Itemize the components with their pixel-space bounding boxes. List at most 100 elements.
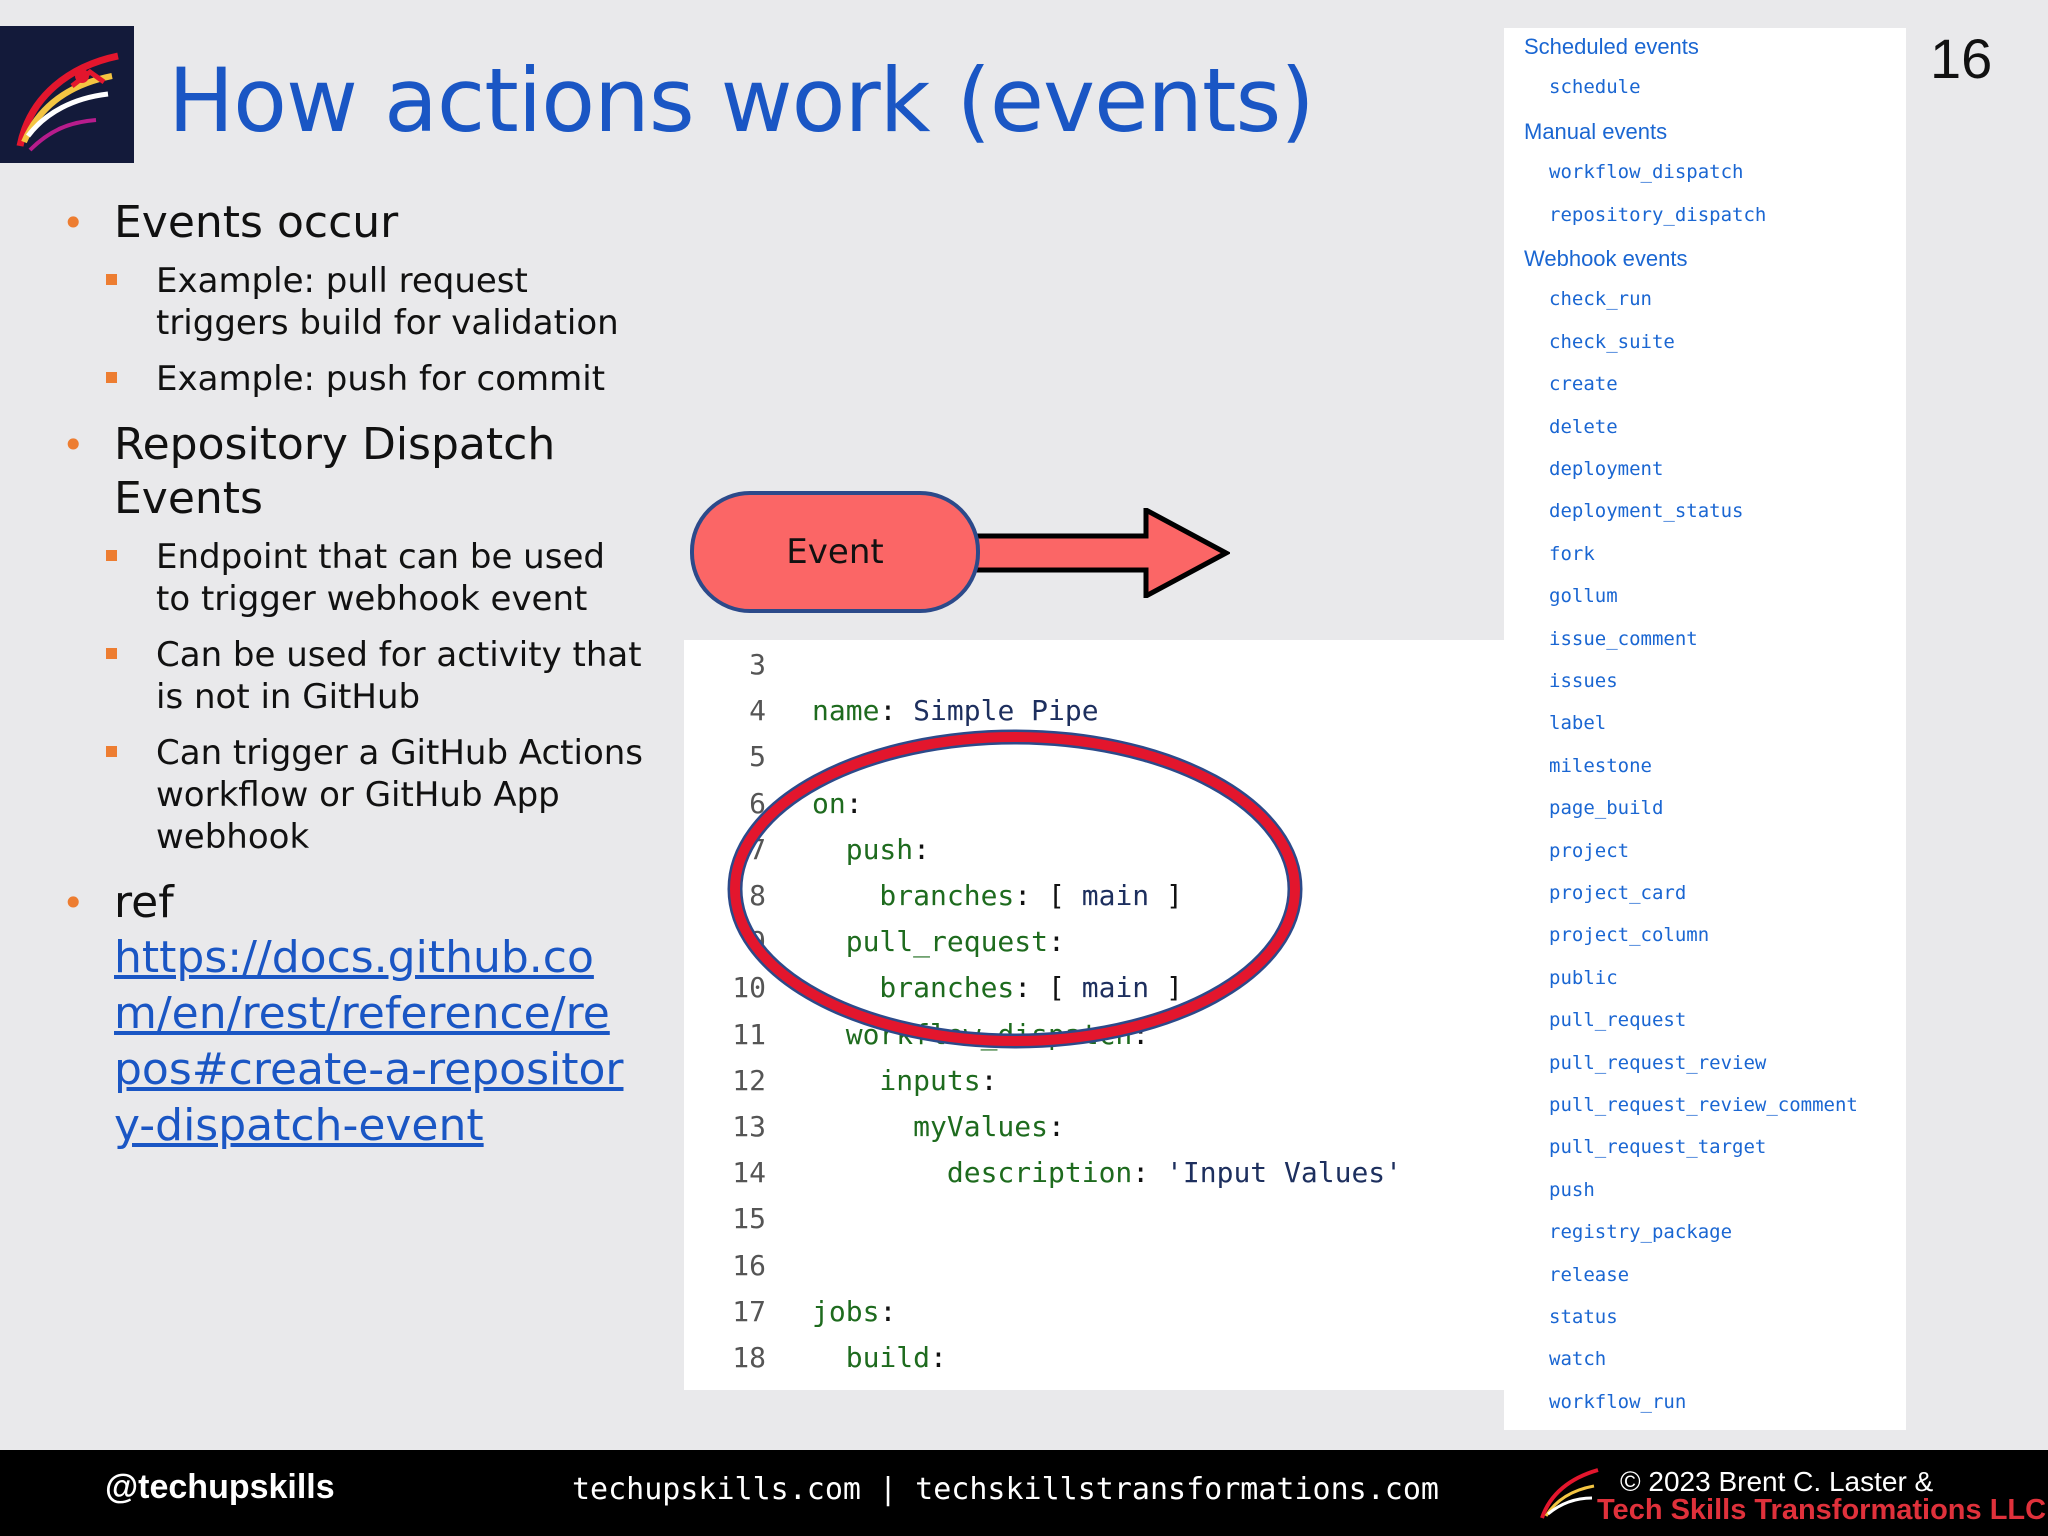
line-number: 3 [749, 648, 766, 681]
event-link[interactable]: deployment [1549, 458, 1664, 480]
highlight-ellipse [727, 729, 1303, 1049]
event-link[interactable]: deployment_status [1549, 500, 1744, 523]
event-link[interactable]: workflow_dispatch [1549, 161, 1744, 184]
code-token: Simple Pipe [913, 694, 1099, 728]
bullet-dot-icon: • [62, 881, 85, 925]
sub-bullet-text: Example: pull request triggers build for… [156, 261, 619, 343]
event-category-heading[interactable]: Scheduled events [1524, 34, 1699, 59]
event-link[interactable]: create [1549, 373, 1618, 396]
line-number: 15 [732, 1202, 766, 1236]
line-number: 16 [732, 1248, 766, 1282]
event-link[interactable]: check_run [1549, 288, 1652, 311]
event-link[interactable]: public [1549, 966, 1618, 989]
code-token: ] [1149, 971, 1183, 1005]
square-bullet-icon [106, 274, 117, 285]
code-token: branches [812, 971, 1015, 1005]
bullet-list: • Events occur Example: pull request tri… [56, 196, 646, 1164]
event-link[interactable]: release [1549, 1263, 1630, 1286]
sub-bullet: Example: push for commit [0, 358, 646, 400]
code-text: description: 'Input Values' [812, 1150, 1402, 1196]
ref-label: ref [114, 877, 174, 928]
code-text: branches: [ main ] [812, 873, 1182, 919]
code-token: main [1081, 971, 1150, 1005]
code-token: : [1048, 1110, 1065, 1143]
bullet-ref: • ref https://docs.github.com/en/rest/re… [56, 876, 646, 1154]
code-text: push: [812, 827, 930, 873]
social-handle: @techupskills [105, 1468, 335, 1506]
event-link[interactable]: check_suite [1549, 330, 1675, 353]
event-category-heading[interactable]: Webhook events [1524, 246, 1688, 271]
sub-bullet: Endpoint that can be used to trigger web… [0, 536, 646, 620]
sub-bullet: Can be used for activity that is not in … [0, 634, 646, 718]
square-bullet-icon [106, 372, 117, 383]
line-number: 8 [749, 879, 766, 912]
event-category-heading[interactable]: Manual events [1524, 118, 1668, 144]
code-token: jobs [812, 1294, 880, 1328]
event-link[interactable]: issues [1549, 670, 1618, 692]
event-link[interactable]: gollum [1549, 585, 1618, 608]
sub-bullet: Can trigger a GitHub Actions workflow or… [0, 732, 646, 858]
ref-link[interactable]: https://docs.github.com/en/rest/referenc… [114, 932, 624, 1151]
event-link[interactable]: label [1549, 712, 1607, 735]
event-link[interactable]: page_build [1549, 797, 1664, 820]
code-token: inputs [812, 1063, 981, 1097]
sub-bullet-list: Example: pull request triggers build for… [56, 260, 646, 400]
event-link[interactable]: pull_request_review [1549, 1051, 1767, 1074]
event-link[interactable]: delete [1549, 415, 1618, 438]
event-link[interactable]: project_card [1549, 882, 1687, 904]
bullet-events-occur: • Events occur [56, 196, 646, 250]
event-link[interactable]: fork [1549, 542, 1595, 565]
code-text: pull_request: [812, 919, 1065, 965]
event-link[interactable]: watch [1549, 1348, 1607, 1371]
sub-bullet: Example: pull request triggers build for… [0, 260, 646, 344]
code-token: : [1132, 1156, 1167, 1190]
event-link[interactable]: issue_comment [1549, 627, 1698, 650]
code-text: jobs: [812, 1289, 896, 1335]
website-links: techupskills.com | techskillstransformat… [572, 1472, 1439, 1507]
event-link[interactable]: push [1549, 1178, 1595, 1201]
copyright-line-1: © 2023 Brent C. Laster & [1620, 1466, 1934, 1497]
slide-title: How actions work (events) [168, 49, 1315, 152]
bullet-dot-icon: • [62, 201, 85, 245]
code-token: build [812, 1341, 931, 1374]
event-link[interactable]: project_column [1549, 924, 1710, 947]
code-token: : [1048, 925, 1065, 959]
code-token: : [980, 1063, 998, 1097]
line-number: 4 [749, 694, 766, 728]
sub-bullet-text: Can be used for activity that is not in … [156, 635, 642, 717]
square-bullet-icon [106, 550, 117, 561]
square-bullet-icon [106, 648, 117, 659]
square-bullet-icon [106, 746, 117, 757]
code-token: : [ [1014, 879, 1082, 912]
event-link[interactable]: project [1549, 839, 1630, 862]
footer-bar: @techupskills techupskills.com | techski… [0, 1450, 2048, 1536]
code-token: push [812, 832, 914, 866]
line-number: 18 [732, 1341, 766, 1374]
code-token: name [812, 694, 880, 728]
event-shape: Event [690, 491, 980, 613]
event-link[interactable]: milestone [1549, 754, 1652, 777]
event-link[interactable]: registry_package [1549, 1221, 1733, 1244]
sub-bullet-text: Example: push for commit [156, 359, 606, 399]
event-link[interactable]: pull_request_target [1549, 1136, 1767, 1159]
event-link[interactable]: status [1549, 1306, 1618, 1328]
code-text: name: Simple Pipe [812, 688, 1099, 734]
event-link[interactable]: workflow_run [1549, 1390, 1687, 1413]
code-text: on: [812, 781, 863, 827]
event-link[interactable]: pull_request_review_comment [1549, 1094, 1858, 1116]
line-number: 14 [732, 1156, 766, 1190]
code-text: myValues: [812, 1104, 1065, 1150]
code-token: branches [812, 879, 1015, 912]
code-token: main [1081, 879, 1150, 912]
code-token: : [ [1014, 971, 1082, 1005]
event-link[interactable]: repository_dispatch [1549, 203, 1767, 226]
event-link[interactable]: schedule [1549, 76, 1641, 99]
sub-bullet-text: Can trigger a GitHub Actions workflow or… [156, 733, 644, 857]
code-token: description [812, 1156, 1133, 1190]
event-link[interactable]: pull_request [1549, 1009, 1687, 1032]
copyright-line-2: Tech Skills Transformations LLC [1597, 1494, 2047, 1526]
bullet-dot-icon: • [62, 423, 85, 467]
code-token: : [845, 786, 863, 820]
